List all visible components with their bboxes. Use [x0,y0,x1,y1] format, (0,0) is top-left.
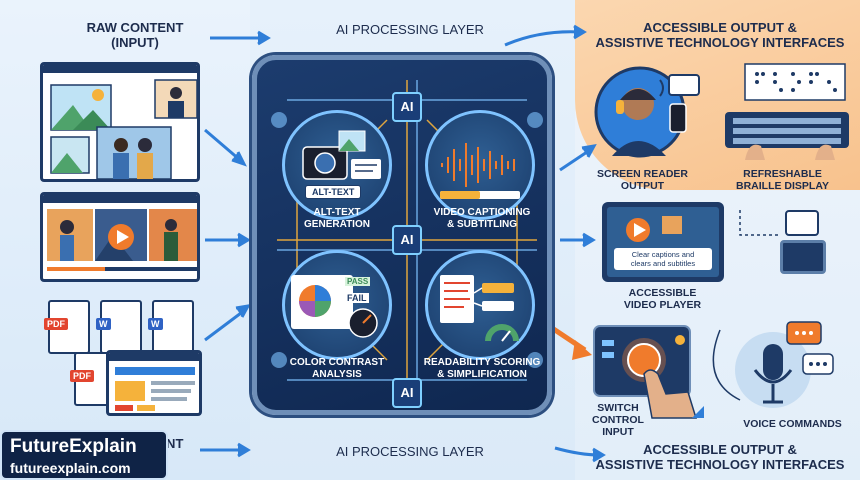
video-frames-icon [47,209,197,271]
color-wheel-icon [291,275,378,338]
alt-text-tag: ALT-TEXT [305,185,362,199]
video-captioning-label: VIDEO CAPTIONING & SUBTITLING [433,207,531,230]
chat-bubble-icon [785,210,819,236]
ai-processing-header: AI PROCESSING LAYER [336,22,484,37]
captioning-node [425,110,535,220]
screen-reader-user-icon [594,66,687,158]
video-content-panel [40,192,200,282]
switch-control-label: SWITCH CONTROL INPUT [592,402,644,438]
caption-text-box: Clear captions and clears and subtitles [614,248,712,270]
ai-chip-bottom: AI [392,378,422,408]
output-footer: ACCESSIBLE OUTPUT & ASSISTIVE TECHNOLOGY… [595,442,845,472]
screen-reader-label: SCREEN READER OUTPUT [596,168,688,192]
voice-commands-icon [735,321,834,408]
landscape-image-icon [50,79,197,179]
word-document-icon-2: W [148,300,194,354]
readability-label: READABILITY SCORING & SIMPLIFICATION [423,357,541,380]
video-player-screen [607,207,719,277]
voice-commands-label: VOICE COMMANDS [743,418,842,430]
switch-control-icon [593,325,704,419]
word-document-icon: W [96,300,142,354]
raw-content-header: RAW CONTENT (INPUT) [86,20,184,50]
video-player-label: ACCESSIBLE VIDEO PLAYER [623,287,702,311]
image-content-panel [40,62,200,182]
ai-processing-footer: AI PROCESSING LAYER [336,444,484,459]
alt-text-generation-label: ALT-TEXT GENERATION [304,207,370,230]
pdf-document-icon: PDF [44,300,90,354]
tablet-icon [780,240,826,274]
color-contrast-label: COLOR CONTRAST ANALYSIS [289,357,385,380]
document-flowchart-icon [440,275,519,342]
brand-watermark: FutureExplain futureexplain.com [0,430,168,480]
alt-text-node [282,110,392,220]
speech-bubble-icon [668,74,700,96]
braille-display-icon [725,63,849,160]
pass-label: PASS [345,277,371,286]
webpage-document-panel [106,350,202,416]
ai-chip-center: AI [392,225,422,255]
brand-url: futureexplain.com [10,460,131,476]
braille-display-label: REFRESHABLE BRAILLE DISPLAY [736,168,829,192]
fail-label: FAIL [345,293,369,303]
ai-chip-top: AI [392,92,422,122]
ai-processing-board: AI AI AI ALT-TEXT ALT-TEXT GENERATION VI… [252,55,552,415]
camera-icon [302,130,381,180]
readability-node [425,250,535,360]
output-header: ACCESSIBLE OUTPUT & ASSISTIVE TECHNOLOGY… [595,20,845,50]
webpage-layout-icon [115,367,195,411]
brand-name: FutureExplain [10,436,137,457]
color-contrast-node: PASS FAIL [282,250,392,360]
audio-waveform-icon [440,143,520,199]
accessible-video-player: Clear captions and clears and subtitles [602,202,724,282]
